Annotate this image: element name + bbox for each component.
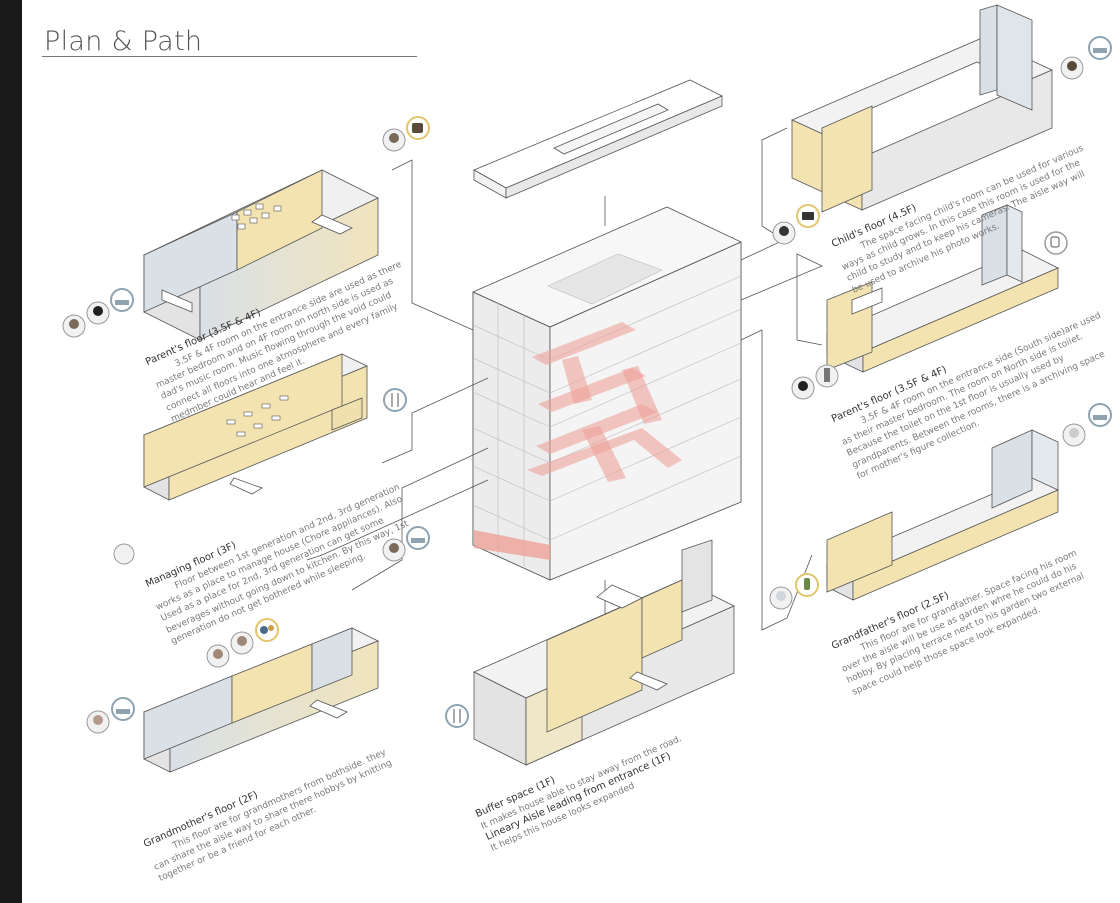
music-icon <box>406 116 430 140</box>
page-title: Plan & Path <box>44 26 203 57</box>
skylight <box>553 103 669 155</box>
leader-lines <box>306 127 823 631</box>
person-icon <box>769 586 793 610</box>
central-massing <box>472 79 742 640</box>
bed-icon <box>110 288 134 312</box>
person-icon <box>206 644 230 668</box>
cactus-icon <box>795 573 819 597</box>
toilet-icon <box>1044 231 1068 255</box>
person-icon <box>230 631 254 655</box>
parents-floor-east-model <box>826 204 1059 373</box>
person-icon <box>1060 56 1084 80</box>
bed-icon <box>111 697 135 721</box>
person-icon <box>815 364 839 388</box>
yarn-icon <box>255 618 279 642</box>
child-floor-model <box>791 4 1053 213</box>
person-icon <box>62 314 86 338</box>
grandfather-floor-model <box>826 429 1059 601</box>
cutlery-icon <box>383 388 407 412</box>
grandmother-floor-model <box>143 627 379 773</box>
person-icon <box>86 710 110 734</box>
person-icon <box>1062 423 1086 447</box>
bed-icon <box>406 526 430 550</box>
camera-icon <box>796 204 820 228</box>
person-icon <box>382 128 406 152</box>
isometric-drawing <box>62 4 1112 773</box>
void-path <box>474 322 682 560</box>
person-icon <box>772 221 796 245</box>
diagram-page: Plan & Path <box>22 0 1120 903</box>
bed-icon <box>1088 36 1112 60</box>
buffer-space-model <box>473 539 735 766</box>
person-icon <box>791 376 815 400</box>
bed-icon <box>1088 403 1112 427</box>
person-icon <box>86 301 110 325</box>
person-icon <box>382 538 406 562</box>
title-underline <box>42 56 417 57</box>
icon-badges <box>62 36 1112 734</box>
managing-floor-model <box>143 353 368 501</box>
cutlery-icon <box>445 704 469 728</box>
parents-floor-west-model <box>143 169 379 341</box>
person-icon <box>113 543 135 565</box>
